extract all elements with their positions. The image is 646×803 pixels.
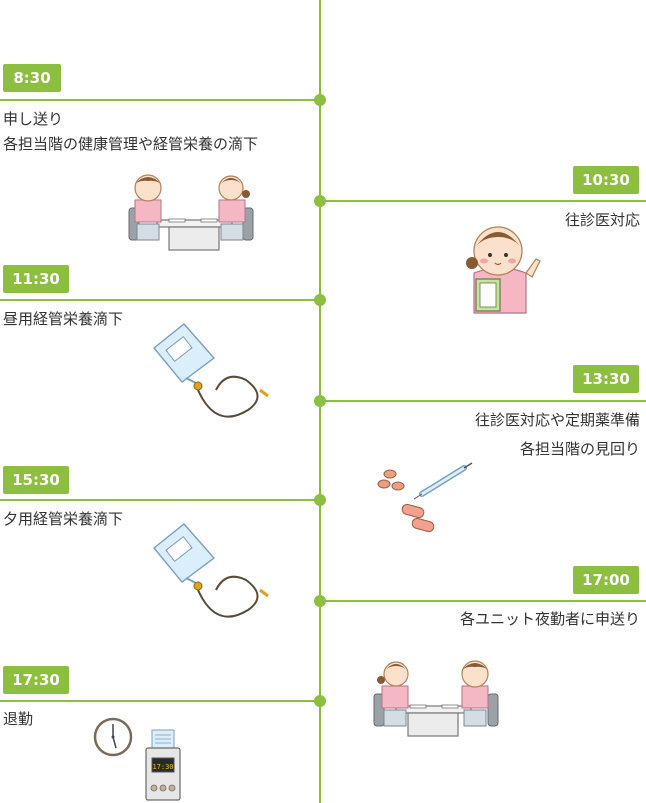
- event-text-1130-line1: 昼用経管栄養滴下: [3, 310, 124, 328]
- event-text-1700-line1: 各ユニット夜勤者に申送り: [459, 610, 640, 628]
- event-text-1330-line2: 各担当階の見回り: [519, 440, 640, 458]
- timeline-dot-1700: [314, 595, 326, 607]
- timeline-dot-1030: [314, 195, 326, 207]
- timeline-dot-1330: [314, 395, 326, 407]
- event-text-0830-line1: 申し送り: [3, 110, 64, 128]
- timeline-branch-1130: [0, 299, 320, 301]
- nurses-meeting-illustration: [128, 174, 254, 251]
- iv-drip-bag-illustration: [153, 523, 269, 618]
- timeline-branch-1730: [0, 700, 320, 702]
- nurse-clipboard-illustration: [466, 226, 541, 314]
- timeline-branch-1030: [320, 200, 646, 202]
- event-text-1730-line1: 退勤: [3, 710, 34, 728]
- timeline-dot-1530: [314, 494, 326, 506]
- event-text-1530-line1: 夕用経管栄養滴下: [3, 510, 124, 528]
- timeline-branch-1700: [320, 600, 646, 602]
- time-badge-1030: 10:30: [573, 166, 639, 194]
- iv-drip-bag-illustration: [153, 323, 269, 418]
- time-badge-1730: 17:30: [3, 666, 69, 694]
- nurses-meeting-illustration: [373, 660, 499, 737]
- timeline-branch-0830: [0, 99, 320, 101]
- timeline-dot-1130: [314, 294, 326, 306]
- time-badge-1330: 13:30: [573, 365, 639, 393]
- timeline-dot-0830: [314, 94, 326, 106]
- wall-clock-illustration: [93, 717, 133, 757]
- timeline-branch-1530: [0, 499, 320, 501]
- event-text-1330-line1: 往診医対応や定期薬準備: [474, 411, 640, 429]
- time-badge-1130: 11:30: [3, 265, 69, 293]
- timeline-branch-1330: [320, 400, 646, 402]
- time-badge-1530: 15:30: [3, 466, 69, 494]
- timecard-display-text: 17:30: [152, 763, 173, 771]
- time-badge-0830: 8:30: [3, 64, 61, 92]
- event-text-1030-line1: 往診医対応: [564, 211, 640, 229]
- time-card-machine-illustration: 17:30: [145, 729, 181, 801]
- event-text-0830-line2: 各担当階の健康管理や経管栄養の滴下: [3, 135, 259, 153]
- time-badge-1700: 17:00: [573, 566, 639, 594]
- timeline-dot-1730: [314, 695, 326, 707]
- pills-syringe-illustration: [377, 462, 473, 533]
